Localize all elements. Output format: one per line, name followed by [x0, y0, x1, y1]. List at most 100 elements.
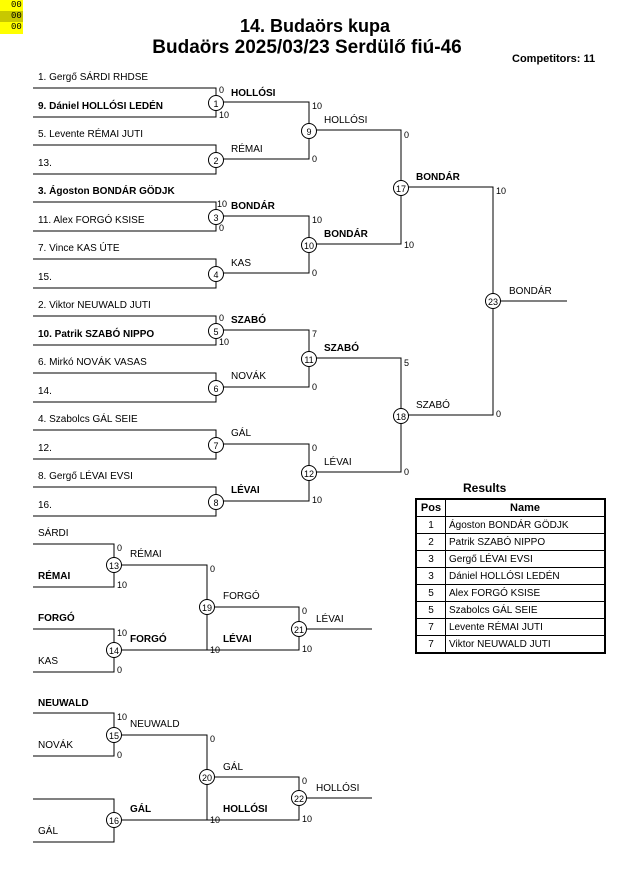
score: 10: [302, 814, 313, 824]
match-number: 1: [208, 95, 224, 111]
pos-cell: 5: [415, 601, 446, 619]
score: 10: [496, 186, 507, 196]
entry-label: 3. Ágoston BONDÁR GÖDJK: [38, 186, 175, 197]
match-winner: LÉVAI: [324, 457, 352, 468]
match-winner: KAS: [231, 258, 252, 269]
match-number: 18: [393, 408, 409, 424]
match-winner: LÉVAI: [316, 614, 344, 625]
pos-cell: 2: [415, 533, 446, 551]
pos-cell: 3: [415, 550, 446, 568]
match-number: 10: [301, 237, 317, 253]
repechage-slot: KAS: [38, 656, 59, 667]
match-number: 23: [485, 293, 501, 309]
match-winner: HOLLÓSI: [324, 115, 368, 126]
score: 0: [219, 85, 225, 95]
match-winner: SZABÓ: [324, 343, 359, 354]
match-number: 20: [199, 769, 215, 785]
score: 0: [117, 665, 123, 675]
score: 10: [312, 495, 323, 505]
match-winner: GÁL: [231, 428, 252, 439]
score: 0: [312, 268, 318, 278]
pos-cell: 1: [415, 516, 446, 534]
score: 10: [117, 712, 128, 722]
score: 10: [404, 240, 415, 250]
score: 0: [210, 564, 216, 574]
corner-marker: 00 00 00: [0, 0, 23, 34]
entry-label: 11. Alex FORGÓ KSISE: [38, 215, 145, 226]
pos-cell: 5: [415, 584, 446, 602]
entry-label: 14.: [38, 386, 52, 397]
score: 10: [117, 580, 128, 590]
name-cell: Ágoston BONDÁR GÖDJK: [445, 516, 606, 534]
score: 0: [219, 313, 225, 323]
match-number: 14: [106, 642, 122, 658]
entry-label: 13.: [38, 158, 52, 169]
score: 10: [219, 337, 230, 347]
match-number: 12: [301, 465, 317, 481]
page-title: 14. Budaörs kupa: [239, 16, 391, 36]
page-subtitle: Budaörs 2025/03/23 Serdülő fiú-46: [152, 37, 462, 58]
repechage-slot: FORGÓ: [38, 613, 75, 624]
score: 0: [117, 750, 123, 760]
match-winner: NEUWALD: [130, 719, 180, 730]
column-header: Pos: [415, 498, 446, 517]
score: 5: [404, 358, 410, 368]
match-number: 5: [208, 323, 224, 339]
match-number: 6: [208, 380, 224, 396]
corner-mark: 00: [11, 22, 22, 32]
score: 10: [210, 645, 221, 655]
repechage-slot: GÁL: [38, 826, 59, 837]
name-cell: Szabolcs GÁL SEIE: [445, 601, 606, 619]
score: 0: [312, 154, 318, 164]
repechage-slot: SÁRDI: [38, 528, 69, 539]
score: 10: [312, 101, 323, 111]
champion-label: BONDÁR: [509, 286, 552, 297]
score: 10: [217, 199, 228, 209]
match-number: 9: [301, 123, 317, 139]
pos-cell: 7: [415, 618, 446, 636]
match-winner: SZABÓ: [231, 315, 266, 326]
match-winner: BONDÁR: [416, 172, 460, 183]
name-cell: Viktor NEUWALD JUTI: [445, 635, 606, 654]
corner-mark: 00: [0, 11, 23, 22]
entry-label: 4. Szabolcs GÁL SEIE: [38, 414, 138, 425]
entry-label: 12.: [38, 443, 52, 454]
score: 0: [210, 734, 216, 744]
entry-label: 16.: [38, 500, 52, 511]
entry-label: 6. Mirkó NOVÁK VASAS: [38, 357, 147, 368]
score: 10: [312, 215, 323, 225]
match-number: 4: [208, 266, 224, 282]
match-winner: GÁL: [223, 762, 244, 773]
match-number: 21: [291, 621, 307, 637]
match-loser: LÉVAI: [223, 634, 252, 645]
name-cell: Alex FORGÓ KSISE: [445, 584, 606, 602]
match-winner: HOLLÓSI: [231, 88, 276, 99]
score: 10: [302, 644, 313, 654]
entry-label: 7. Vince KAS ÚTE: [38, 243, 120, 254]
match-number: 3: [208, 209, 224, 225]
score: 0: [404, 130, 410, 140]
match-number: 15: [106, 727, 122, 743]
match-number: 22: [291, 790, 307, 806]
score: 0: [496, 409, 502, 419]
match-number: 17: [393, 180, 409, 196]
match-number: 7: [208, 437, 224, 453]
column-header: Name: [445, 498, 606, 517]
score: 10: [210, 815, 221, 825]
repechage-slot: RÉMAI: [38, 571, 71, 582]
corner-mark: 00: [11, 0, 22, 10]
match-winner: NOVÁK: [231, 371, 267, 382]
match-number: 8: [208, 494, 224, 510]
match-loser: HOLLÓSI: [223, 804, 268, 815]
match-winner: FORGÓ: [223, 591, 260, 602]
results-title: Results: [463, 481, 507, 495]
match-winner: BONDÁR: [324, 229, 368, 240]
